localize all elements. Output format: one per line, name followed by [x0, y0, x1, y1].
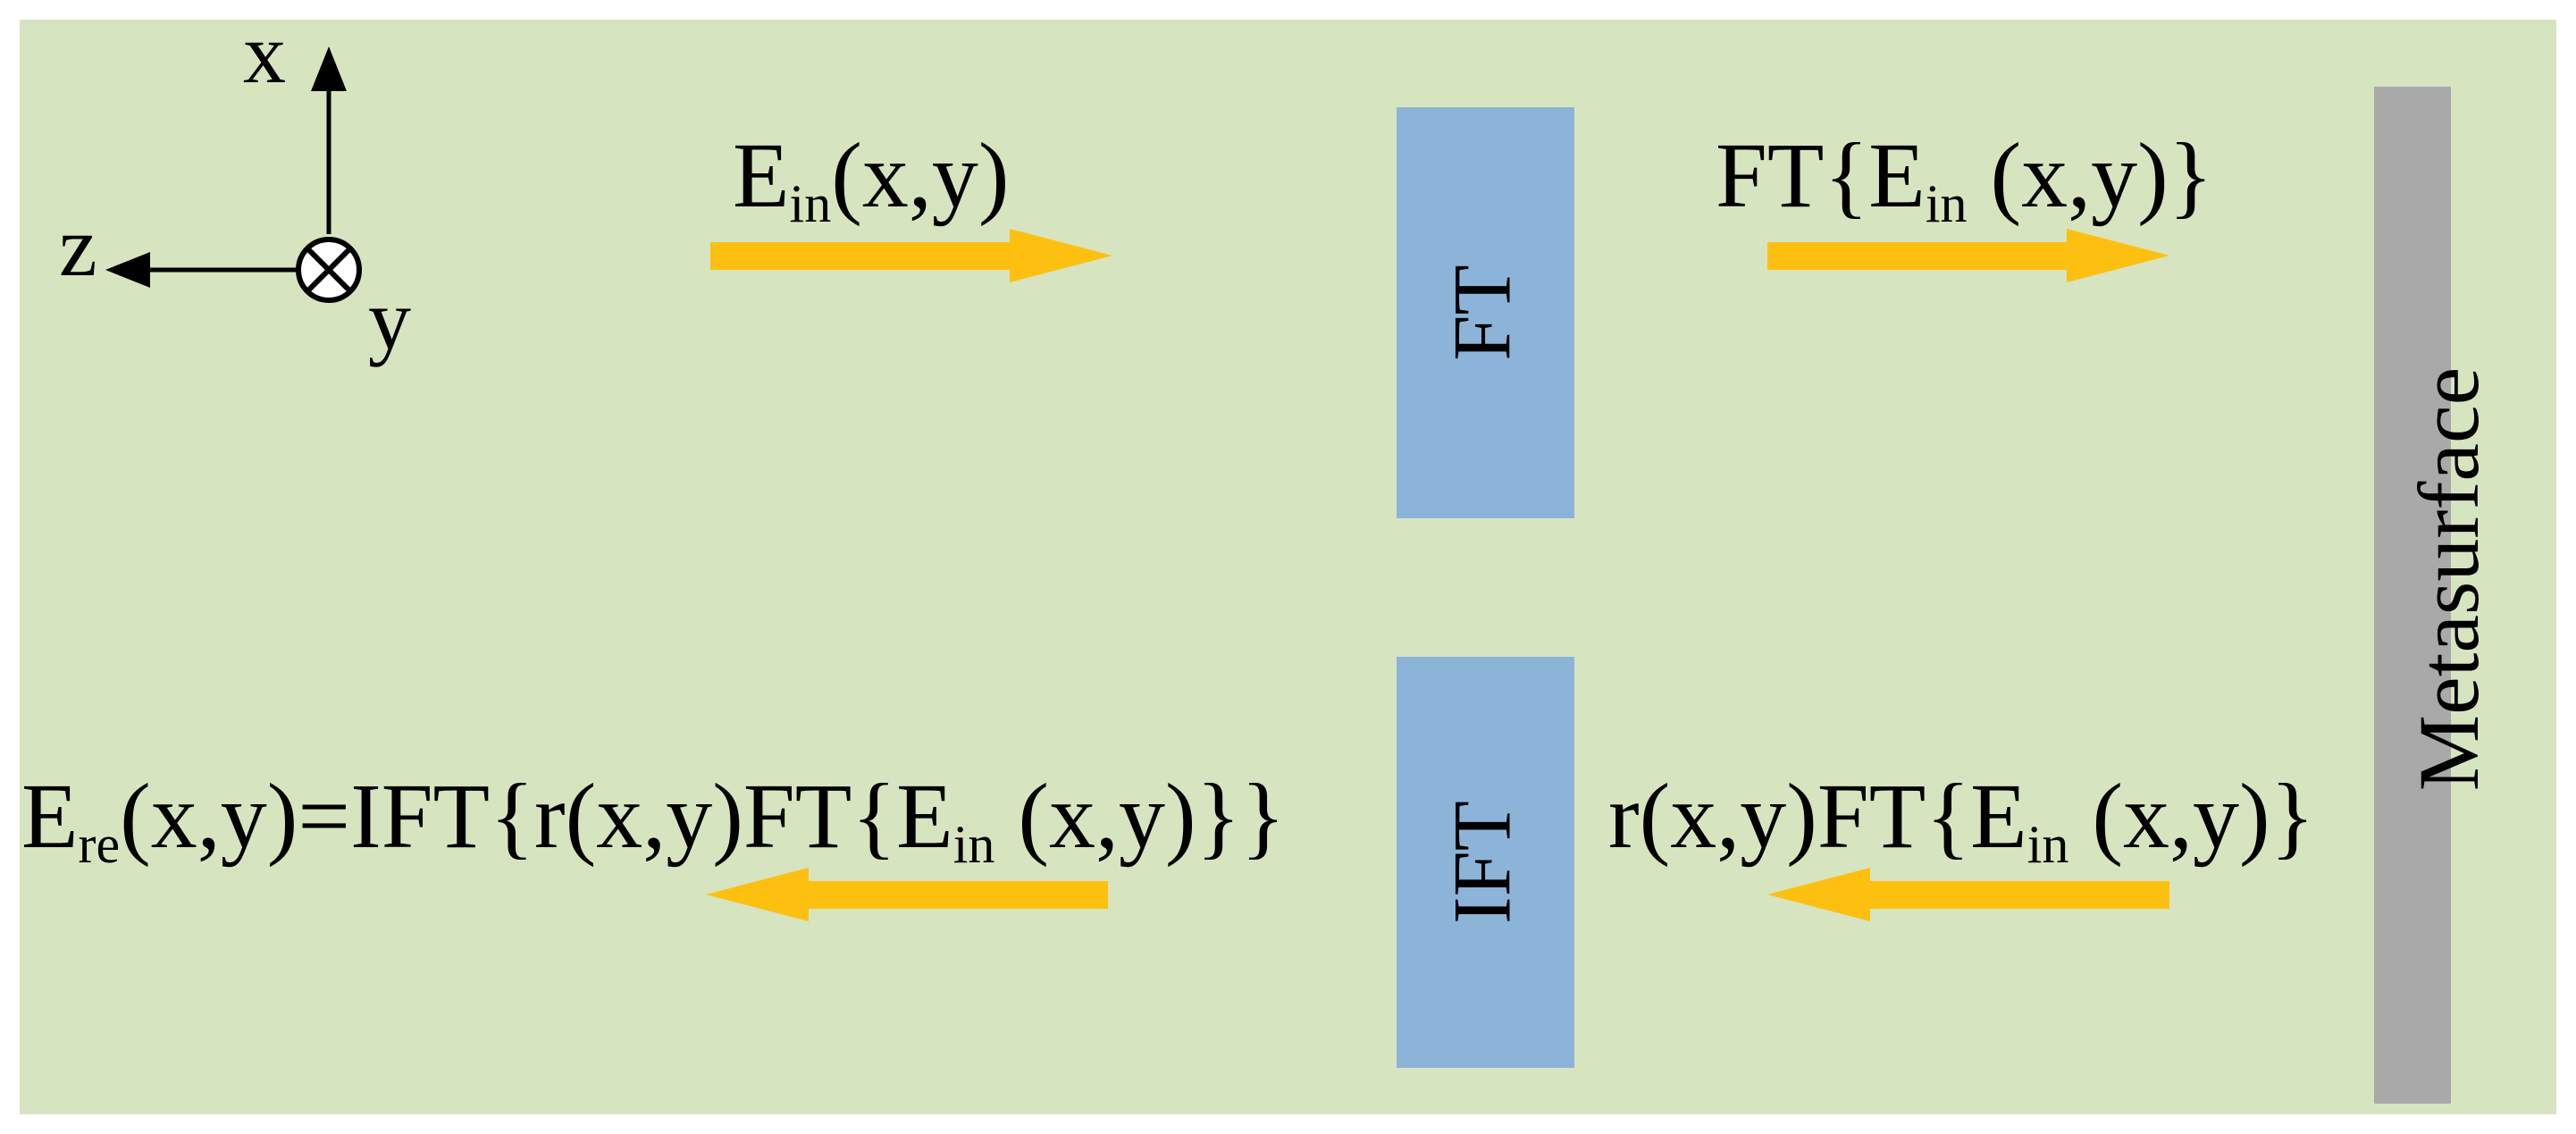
ift-box-label: IFT — [1436, 801, 1528, 924]
label-r-ft-e-in: r(x,y)FT{Ein (x,y)} — [1608, 770, 2315, 871]
arrow-ft-e-in — [1767, 229, 2169, 282]
label-r-ft-e-in-pre: r(x,y)FT{E — [1608, 765, 2027, 868]
label-e-in-rest: (x,y) — [831, 124, 1010, 227]
arrow-e-in-head — [1010, 229, 1112, 282]
label-e-in-sub: in — [789, 173, 832, 233]
ft-box-label: FT — [1436, 265, 1528, 361]
arrow-e-re-shaft — [791, 881, 1108, 909]
arrow-e-re — [706, 868, 1108, 921]
label-e-re-main: E — [21, 765, 79, 868]
arrow-r-ft-e-in-shaft — [1852, 881, 2169, 909]
z-axis-label: z — [59, 198, 97, 294]
label-ft-e-in-rest: (x,y)} — [1967, 124, 2213, 227]
diagram-background — [20, 20, 2556, 1114]
y-axis-cross-b — [305, 246, 353, 294]
arrow-ft-e-in-head — [2067, 229, 2169, 282]
label-e-in-main: E — [733, 124, 790, 227]
arrow-r-ft-e-in — [1767, 868, 2169, 921]
label-ft-e-in-pre: FT{E — [1716, 124, 1926, 227]
label-r-ft-e-in-sub: in — [2026, 814, 2069, 874]
x-axis-label: x — [243, 5, 286, 101]
coordinate-axes — [105, 46, 362, 303]
y-axis-label: y — [368, 272, 411, 367]
arrow-e-re-head — [706, 868, 809, 921]
label-e-re-rest: (x,y)}} — [994, 765, 1286, 868]
ift-box — [1397, 657, 1574, 1068]
arrow-r-ft-e-in-head — [1767, 868, 1870, 921]
circle-cross-icon — [296, 237, 362, 303]
label-ft-e-in-sub: in — [1925, 173, 1968, 233]
label-e-re-mid: (x,y)=IFT{r(x,y)FT{E — [120, 765, 953, 868]
x-axis-arrowhead-icon — [311, 46, 347, 91]
ft-box — [1397, 107, 1574, 518]
label-e-re: Ere(x,y)=IFT{r(x,y)FT{Ein (x,y)}} — [21, 770, 1285, 871]
label-e-re-sub: re — [78, 814, 121, 874]
label-ft-e-in: FT{Ein (x,y)} — [1716, 130, 2213, 231]
arrow-e-in — [710, 229, 1112, 282]
label-e-re-sub2: in — [952, 814, 995, 874]
arrow-ft-e-in-shaft — [1767, 242, 2085, 270]
label-r-ft-e-in-rest: (x,y)} — [2068, 765, 2315, 868]
arrow-e-in-shaft — [710, 242, 1028, 270]
label-e-in: Ein(x,y) — [733, 130, 1009, 231]
metasurface-label: Metasurface — [2401, 366, 2496, 792]
metasurface-bar — [2374, 87, 2451, 1104]
z-axis-arrowhead-icon — [105, 252, 150, 288]
